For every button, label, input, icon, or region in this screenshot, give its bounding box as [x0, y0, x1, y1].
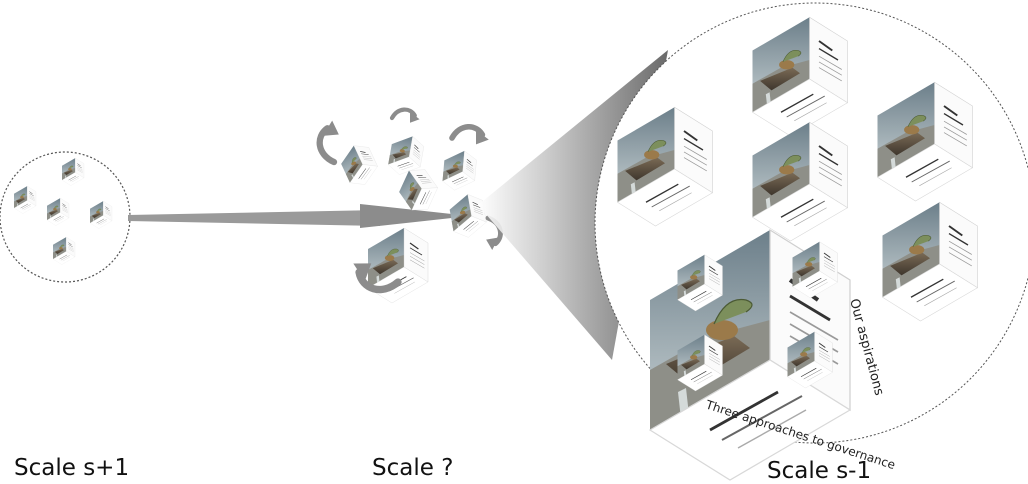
cube-icon — [89, 200, 113, 229]
rotation-arrow-icon — [392, 110, 420, 123]
zoom-arrow-icon — [128, 204, 470, 228]
cube-icon — [52, 236, 76, 265]
scale-s-plus-1-label: Scale s+1 — [14, 455, 130, 481]
scale-unknown-label: Scale ? — [372, 455, 454, 481]
cube-icon — [441, 148, 478, 193]
cube-icon — [447, 191, 489, 241]
cube-icon — [46, 197, 70, 226]
scale-unknown-group — [318, 110, 503, 304]
scale-s-minus-1-group: Our aspirations Three approaches to gove… — [594, 2, 1028, 482]
rotation-arrow-icon — [452, 127, 489, 145]
rotation-arrow-icon — [318, 120, 341, 163]
cube-icon — [13, 185, 37, 214]
cube-icon — [61, 157, 85, 186]
cube-icon — [336, 139, 383, 191]
scale-s-minus-1-label: Scale s-1 — [767, 458, 872, 484]
scale-s-plus-1-group — [0, 151, 131, 283]
